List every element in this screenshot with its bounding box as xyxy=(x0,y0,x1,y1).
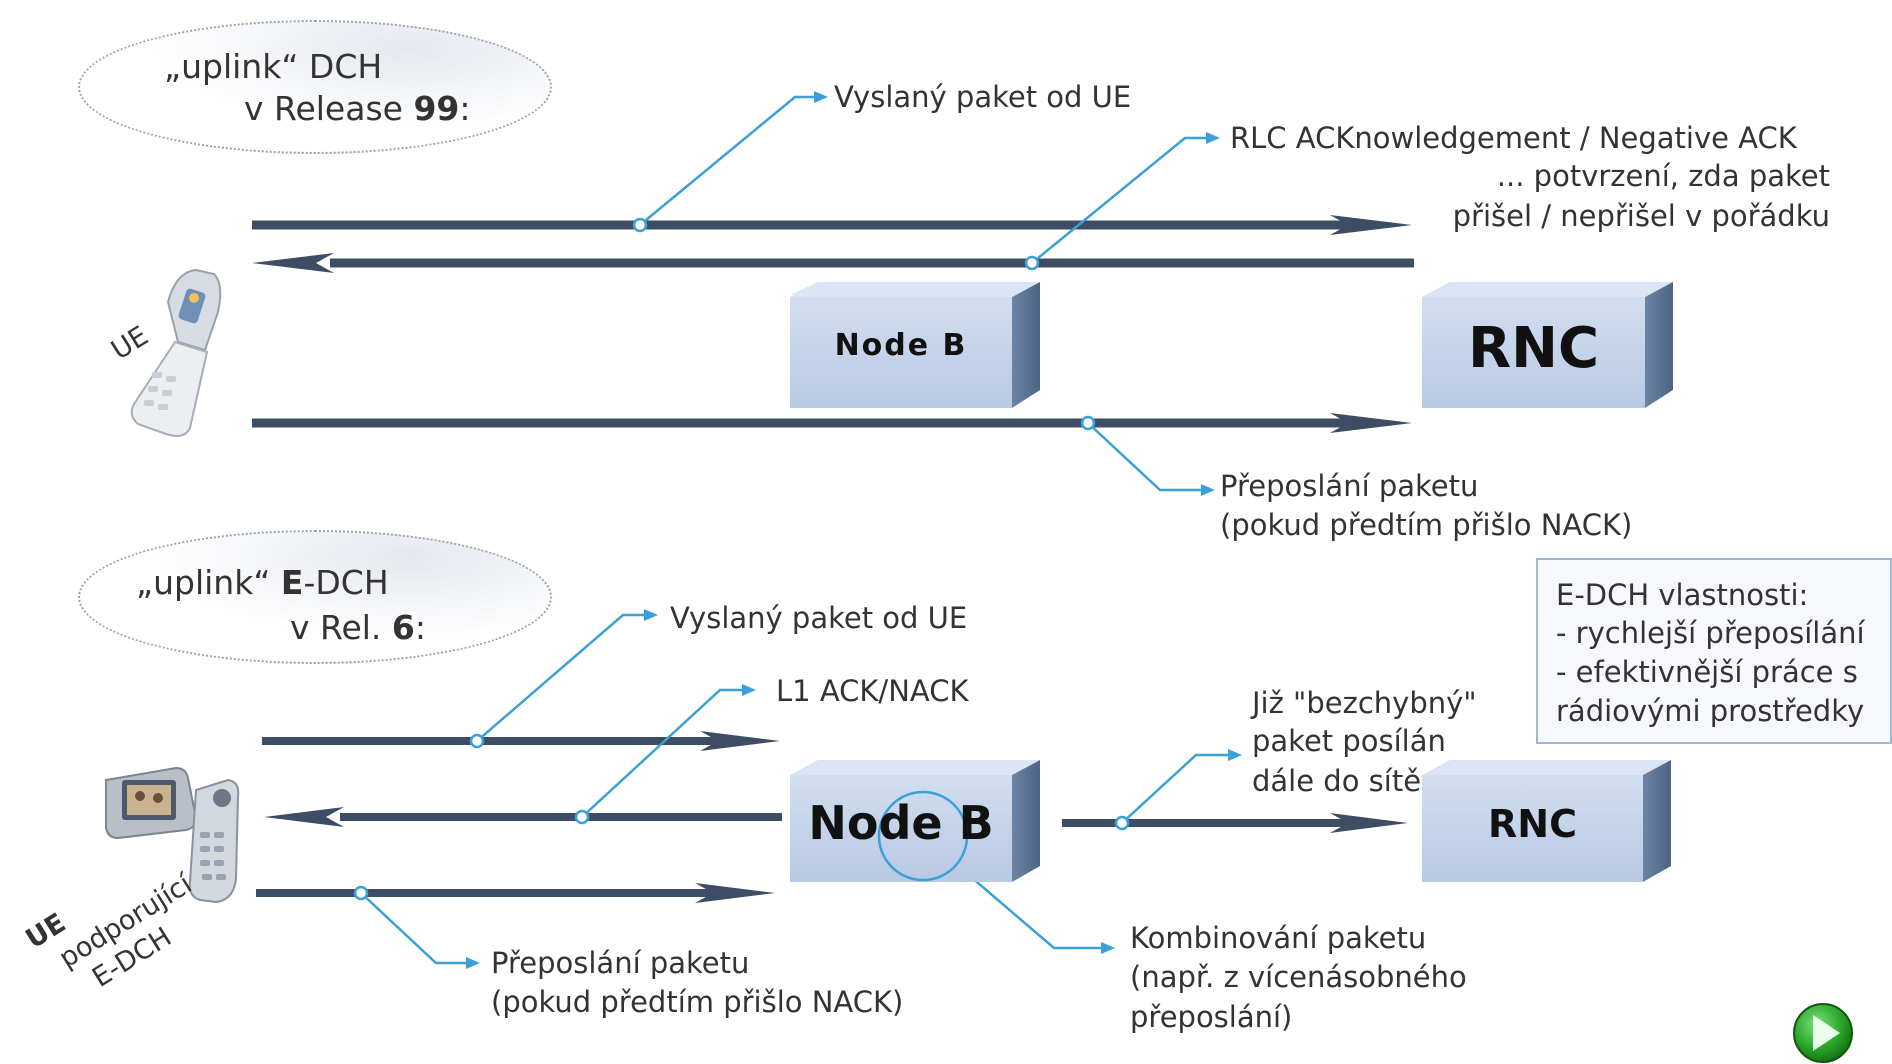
rel6-title2-prefix: v Rel. xyxy=(290,608,392,647)
release99-title-line1: „uplink“ DCH xyxy=(164,47,383,86)
rel6-errorless-line1: Již "bezchybný" xyxy=(1252,686,1477,720)
r99-resend-line2: (pokud předtím přišlo NACK) xyxy=(1220,508,1633,542)
next-slide-button[interactable] xyxy=(1793,1003,1853,1063)
r99-rnc-box xyxy=(1422,282,1673,408)
r99-node-b-box xyxy=(790,282,1040,408)
r6-node-b-box xyxy=(790,760,1040,882)
r99-ack-arrow xyxy=(252,253,1414,273)
r99-rlc-ack-line2: ... potvrzení, zda paket xyxy=(1496,159,1830,193)
release99-title-line2: v Release 99: xyxy=(244,88,471,130)
rel6-node-b-label: Node B xyxy=(808,796,994,850)
r99-resend-line1: Přeposlání paketu xyxy=(1220,469,1479,503)
combining-highlight-circle xyxy=(877,790,969,882)
r6-camera-phone-icon xyxy=(105,766,240,904)
r99-uplink-arrow xyxy=(252,215,1412,235)
rel6-combine-line1: Kombinování paketu xyxy=(1130,921,1427,955)
rel6-title-prefix: „uplink“ xyxy=(136,563,281,602)
edch-property-1: - rychlejší přeposílání xyxy=(1556,616,1865,650)
rel6-combine-line3: přeposlání) xyxy=(1130,1000,1293,1034)
r6-uplink-arrow xyxy=(262,731,780,751)
r99-callouts xyxy=(639,95,1210,492)
r6-rnc-box xyxy=(1422,760,1671,882)
edch-properties-box: E-DCH vlastnosti: - rychlejší přeposílán… xyxy=(1536,558,1892,744)
rel6-title-e: E xyxy=(280,563,304,602)
rel6-title-bubble xyxy=(78,530,552,664)
r99-flip-phone-icon xyxy=(130,268,222,437)
r99-rlc-ack-line3: přišel / nepřišel v pořádku xyxy=(1452,199,1830,233)
r6-callout-dots xyxy=(353,733,1130,901)
r6-resend-arrow xyxy=(256,883,775,903)
r6-node-to-rnc-arrow xyxy=(1062,813,1408,833)
rel6-title-suffix: -DCH xyxy=(303,563,389,602)
rel6-title2-suffix: : xyxy=(414,608,427,647)
rel6-title-number: 6 xyxy=(391,608,415,647)
r6-ack-arrow xyxy=(264,807,782,827)
release99-title-prefix: v Release xyxy=(244,89,414,128)
edch-property-2: - efektivnější práce s xyxy=(1556,655,1858,689)
rel6-resend-line2: (pokud předtím přišlo NACK) xyxy=(491,985,904,1019)
rel6-rnc-label: RNC xyxy=(1488,802,1577,846)
rel6-errorless-line3: dále do sítě xyxy=(1252,764,1422,798)
r99-sent-packet-label: Vyslaný paket od UE xyxy=(834,80,1132,114)
release99-title-suffix: : xyxy=(459,89,471,128)
rel6-resend-line1: Přeposlání paketu xyxy=(491,946,750,980)
rel6-l1-ack-label: L1 ACK/NACK xyxy=(776,674,969,708)
rel6-sent-packet-label: Vyslaný paket od UE xyxy=(670,601,968,635)
r99-resend-arrow xyxy=(252,413,1412,433)
rel6-errorless-line2: paket posílán xyxy=(1252,724,1446,758)
r6-callouts xyxy=(360,613,1232,965)
release99-title-bubble xyxy=(78,20,552,154)
r99-callout-dots xyxy=(632,217,1096,431)
rel6-combine-line2: (např. z vícenásobného xyxy=(1130,960,1467,994)
r99-callout-arrowheads xyxy=(814,91,1220,496)
rel6-title-line2: v Rel. 6: xyxy=(290,607,426,649)
edch-properties-title: E-DCH vlastnosti: xyxy=(1556,578,1809,612)
r99-rlc-ack-line1: RLC ACKnowledgement / Negative ACK xyxy=(1230,121,1797,155)
edch-property-3: rádiovými prostředky xyxy=(1556,694,1865,728)
r6-callout-arrowheads xyxy=(466,609,1242,969)
r99-rnc-label: RNC xyxy=(1467,316,1600,381)
r99-node-b-label: Node B xyxy=(834,328,968,363)
rel6-title-line1: „uplink“ E-DCH xyxy=(136,562,389,604)
release99-title-number: 99 xyxy=(413,89,460,128)
